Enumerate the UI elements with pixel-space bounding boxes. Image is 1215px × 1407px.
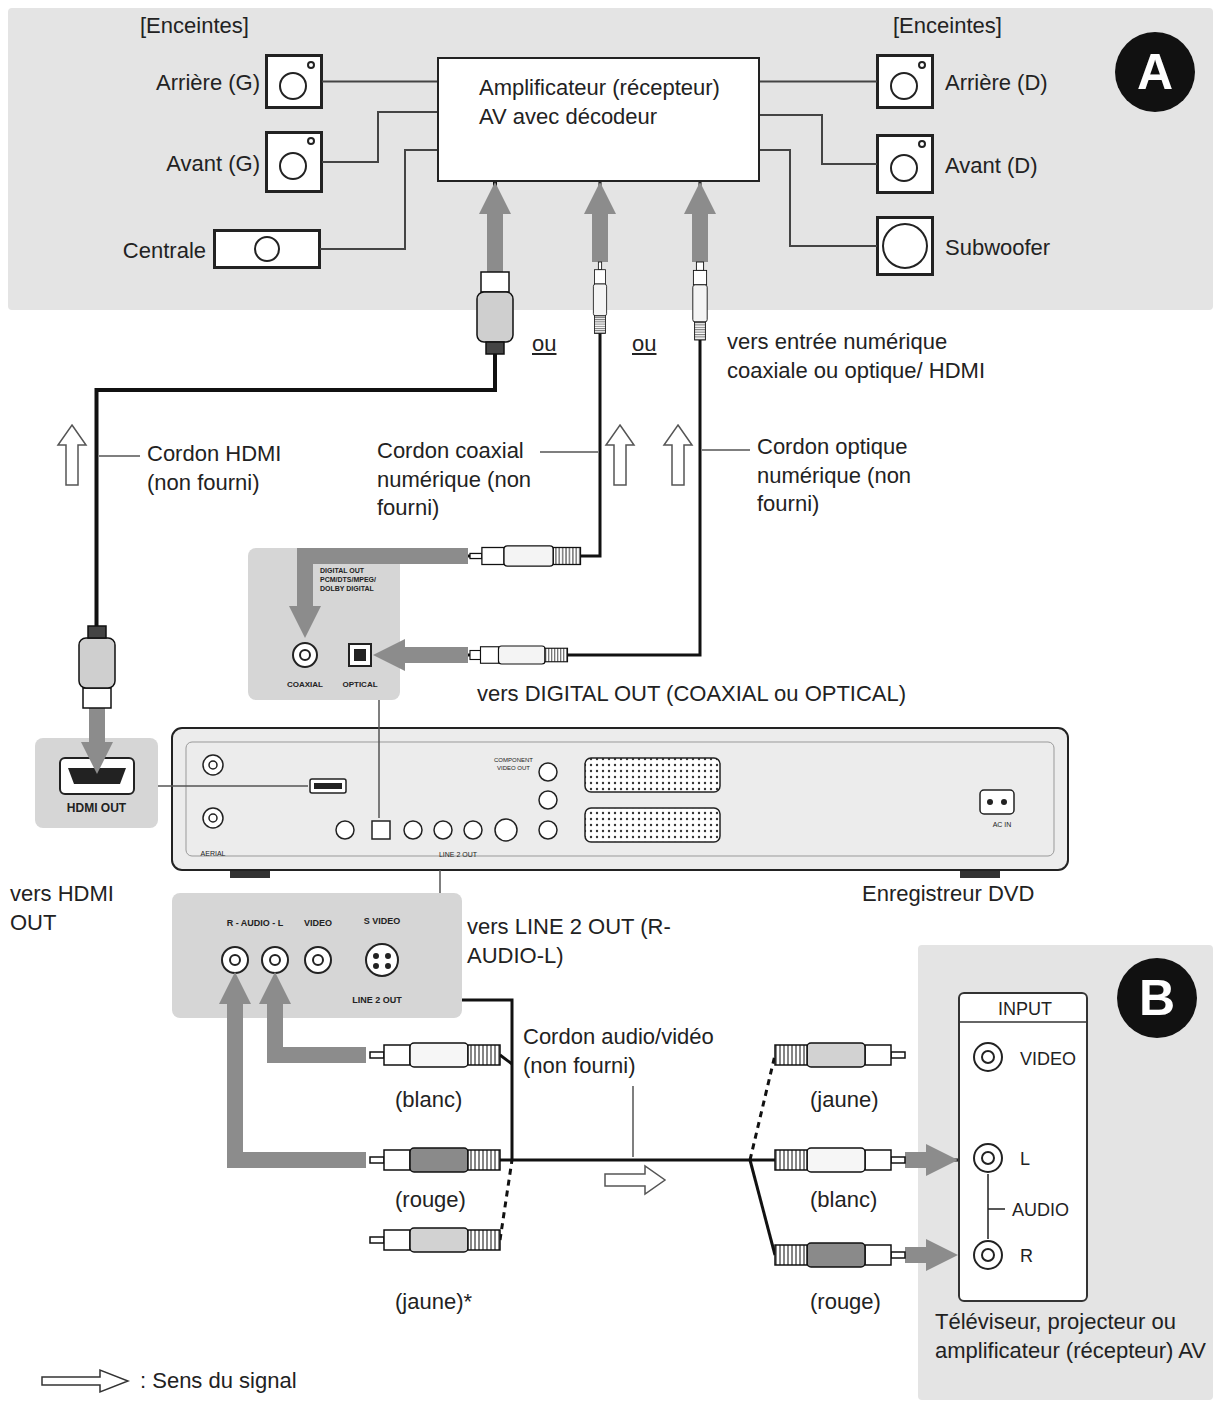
speaker-wire	[320, 150, 437, 249]
leader-line	[378, 700, 380, 728]
optical-cable	[400, 182, 700, 655]
plug-color: (blanc)	[810, 1186, 910, 1215]
plug-color: (rouge)	[395, 1186, 495, 1215]
connection-note: vers LINE 2 OUT (R-AUDIO-L)	[467, 913, 697, 970]
connection-note: vers entrée numérique coaxiale ou optiqu…	[727, 328, 997, 385]
speaker-symbol	[214, 55, 933, 275]
speaker: Arrière (G)	[266, 55, 322, 108]
panel-marking: AERIAL	[193, 849, 233, 858]
inset-callout: R - AUDIO - LVIDEO S VIDEO LINE 2 OUT	[172, 893, 462, 1018]
cable-wire	[500, 1055, 775, 1255]
speaker-wire	[760, 115, 877, 164]
panel-label: Téléviseur, projecteur ou amplificateur …	[935, 1308, 1210, 1365]
port-label: VIDEO	[298, 918, 338, 930]
speaker-label: Subwoofer	[945, 234, 1085, 263]
group-label: [Enceintes]	[893, 12, 1043, 41]
cable-label: Cordon optique numérique (non fourni)	[757, 433, 937, 519]
port-label: COAXIAL	[280, 680, 330, 690]
legend-sample	[40, 1368, 130, 1394]
jack-label: VIDEO	[1020, 1048, 1088, 1071]
panel-marking: COMPONENT VIDEO OUT	[486, 757, 541, 773]
panel-label: B	[1117, 958, 1197, 1038]
cable-label: Cordon coaxial numérique (non fourni)	[377, 437, 537, 523]
badge-letter: A	[1115, 32, 1195, 112]
jack-label: L	[1020, 1148, 1060, 1171]
conjunction: ou	[632, 330, 662, 359]
line-out-jacks	[222, 944, 398, 976]
legend-text: : Sens du signal	[140, 1368, 297, 1394]
leader-line	[99, 450, 750, 1157]
cable-label: Cordon audio/vidéo (non fourni)	[523, 1023, 753, 1080]
digital-jacks	[293, 643, 371, 667]
connection-note: vers HDMI OUT	[10, 880, 140, 937]
region-fill	[8, 8, 1213, 1400]
speaker-label: Arrière (G)	[128, 69, 260, 98]
speaker-wire	[760, 81, 877, 83]
connection-note: vers DIGITAL OUT (COAXIAL ou OPTICAL)	[477, 680, 1007, 709]
dvd-recorder: Enregistreur DVD	[172, 728, 1068, 870]
plug-color: (blanc)	[395, 1086, 495, 1115]
amplifier-box: Amplificateur (récepteur) AV avec décode…	[437, 57, 760, 182]
port-label: LINE 2 OUT	[322, 995, 432, 1007]
plug-color: (jaune)*	[395, 1288, 495, 1317]
inset-callout: HDMI OUT	[35, 738, 158, 828]
panel-marking: LINE 2 OUT	[418, 850, 498, 859]
leader-line	[158, 785, 172, 787]
port-label: R - AUDIO - L	[210, 918, 300, 930]
box-label: Amplificateur (récepteur) AV avec décode…	[479, 74, 749, 131]
speaker: Avant (G)	[266, 132, 322, 192]
speaker: Arrière (D)	[877, 55, 933, 108]
port-label: OPTICAL	[335, 680, 385, 690]
port-label: HDMI OUT	[40, 801, 153, 817]
jack-label: AUDIO	[1012, 1199, 1086, 1222]
dvd-recorder-body	[172, 728, 1068, 878]
port-label: DIGITAL OUT PCM/DTS/MPEG/ DOLBY DIGITAL	[320, 566, 398, 593]
cable-label: Cordon HDMI (non fourni)	[147, 440, 317, 497]
speaker-wire	[322, 112, 437, 162]
speaker: Subwoofer	[877, 217, 933, 275]
speaker-label: Arrière (D)	[945, 69, 1085, 98]
panel-marking: AC IN	[982, 820, 1022, 829]
jack-label: R	[1020, 1245, 1060, 1268]
group-label: [Enceintes]	[140, 12, 290, 41]
legend-entry: : Sens du signal	[40, 1368, 297, 1394]
signal-direction-arrow	[58, 425, 692, 1194]
speaker-label: Centrale	[74, 237, 206, 266]
speaker: Avant (D)	[877, 135, 933, 193]
speaker: Centrale	[214, 230, 320, 268]
av-cable	[462, 1000, 958, 1160]
signal-arrow-sample	[42, 1370, 128, 1392]
speaker-wire	[760, 150, 877, 246]
leader-line	[439, 870, 441, 893]
port-label: S VIDEO	[357, 916, 407, 928]
speaker-wire	[322, 81, 437, 83]
plug-color: (jaune)	[810, 1086, 910, 1115]
jack-label: INPUT	[960, 998, 1090, 1021]
inset-callout: DIGITAL OUT PCM/DTS/MPEG/ DOLBY DIGITAL C…	[248, 548, 400, 700]
hdmi-port	[60, 758, 134, 794]
speaker-label: Avant (D)	[945, 152, 1085, 181]
plug	[79, 262, 905, 1267]
input-panel: INPUT VIDEO L AUDIO R	[958, 992, 1088, 1302]
conjunction: ou	[532, 330, 562, 359]
speaker-label: Avant (G)	[128, 150, 260, 179]
input-panel-fill	[958, 992, 1088, 1302]
device-label: Enregistreur DVD	[862, 880, 1072, 909]
plug-color: (rouge)	[810, 1288, 910, 1317]
region-panel: INPUT VIDEO L AUDIO R B Téléviseur, projecteur…	[918, 945, 1213, 1400]
region-panel: Amplificateur (récepteur) AV avec décode…	[8, 8, 1213, 310]
